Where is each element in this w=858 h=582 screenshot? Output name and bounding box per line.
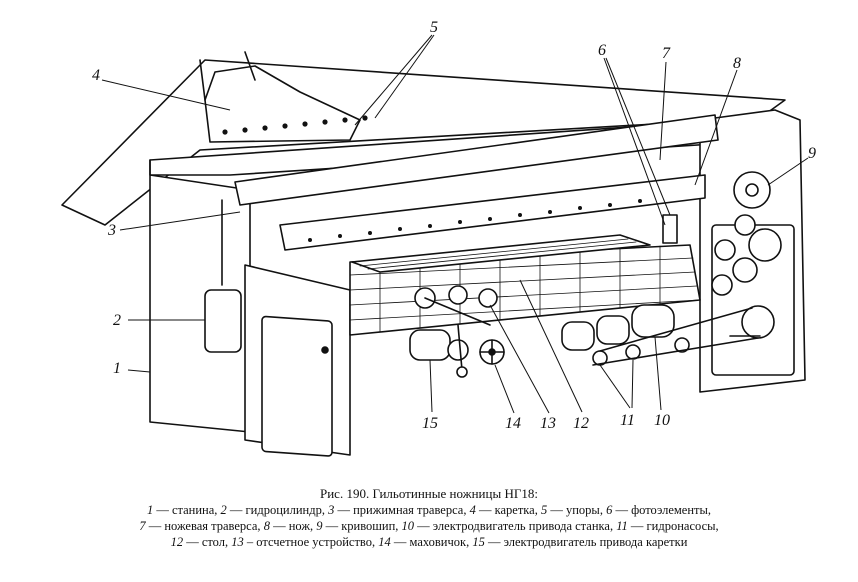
callout-10: 10 bbox=[654, 412, 670, 429]
figure-caption: Рис. 190. Гильотинные ножницы НГ18: 1 — … bbox=[0, 486, 858, 550]
legend-text: — ножевая траверса, bbox=[145, 519, 264, 533]
legend-num: 15 bbox=[472, 535, 485, 549]
legend-text: — гидронасосы, bbox=[627, 519, 719, 533]
figure-title: Рис. 190. Гильотинные ножницы НГ18: bbox=[320, 486, 538, 501]
callout-4: 4 bbox=[92, 67, 100, 84]
pump-1 bbox=[561, 321, 595, 351]
carriage-bracket bbox=[204, 65, 361, 143]
legend-text: – отсчетное устройство, bbox=[243, 535, 379, 549]
gear-e bbox=[711, 274, 733, 296]
legend-text: — станина, bbox=[153, 503, 221, 517]
hold-down-holes bbox=[308, 199, 642, 242]
carriage-rail-2 bbox=[244, 51, 256, 81]
pulley-large bbox=[741, 305, 775, 339]
legend-text: — каретка, bbox=[475, 503, 541, 517]
callout-14: 14 bbox=[505, 415, 521, 432]
legend-num: 9 bbox=[316, 519, 323, 533]
photocells bbox=[662, 214, 678, 244]
callout-7: 7 bbox=[662, 45, 671, 62]
legend-text: — электродвигатель привода станка, bbox=[414, 519, 617, 533]
crank-gear bbox=[733, 171, 771, 209]
legend-text: — маховичок, bbox=[390, 535, 473, 549]
gear-b bbox=[748, 228, 782, 262]
legend-num: 2 bbox=[220, 503, 227, 517]
legend-num: 8 bbox=[263, 519, 270, 533]
callout-3: 3 bbox=[107, 222, 116, 239]
guillotine-shears-drawing: 4 5 6 7 8 9 3 2 1 15 14 13 12 11 10 bbox=[61, 19, 816, 457]
legend-num: 4 bbox=[469, 503, 476, 517]
carriage-rail-1 bbox=[199, 59, 206, 101]
callout-9: 9 bbox=[808, 145, 816, 162]
callout-11: 11 bbox=[620, 412, 635, 429]
legend-text: — электродвигатель привода каретки bbox=[484, 535, 688, 549]
callout-15: 15 bbox=[422, 415, 438, 432]
legend-num: 10 bbox=[401, 519, 415, 533]
legend-num: 11 bbox=[616, 519, 628, 533]
callout-5: 5 bbox=[430, 19, 438, 36]
legend-text: — упоры, bbox=[547, 503, 607, 517]
legend-num: 3 bbox=[328, 503, 335, 517]
gear-d bbox=[732, 257, 758, 283]
legend-text: — прижимная траверса, bbox=[334, 503, 470, 517]
legend-text: — нож, bbox=[269, 519, 317, 533]
legend-text: — гидроцилиндр, bbox=[226, 503, 329, 517]
legend-line-3: 12 — стол, 13 – отсчетное устройство, 14… bbox=[0, 534, 858, 550]
legend-text: — фотоэлементы, bbox=[612, 503, 712, 517]
pump-2 bbox=[596, 315, 630, 345]
legend-text: — кривошип, bbox=[322, 519, 402, 533]
carriage-motor bbox=[409, 329, 451, 361]
legend-line-1: 1 — станина, 2 — гидроцилиндр, 3 — прижи… bbox=[0, 502, 858, 518]
callout-12: 12 bbox=[573, 415, 589, 432]
legend-num: 7 bbox=[139, 519, 146, 533]
leader-lines bbox=[101, 34, 809, 414]
drive-belt bbox=[592, 307, 759, 366]
hydraulic-cylinder bbox=[204, 289, 242, 353]
callout-8: 8 bbox=[733, 55, 741, 72]
table-grid bbox=[349, 245, 700, 333]
cabinet-knob bbox=[321, 346, 329, 354]
legend-text: — стол, bbox=[183, 535, 232, 549]
hold-down-beam bbox=[279, 174, 706, 251]
callout-6: 6 bbox=[598, 42, 606, 59]
stops-row bbox=[222, 115, 368, 135]
legend-num: 1 bbox=[146, 503, 154, 517]
cabinet-door bbox=[261, 315, 333, 457]
main-motor bbox=[631, 304, 675, 338]
sheet-lines bbox=[359, 238, 637, 270]
legend-num: 13 bbox=[231, 535, 244, 549]
gear-c bbox=[714, 239, 736, 261]
counter-dial-2 bbox=[448, 285, 468, 305]
callout-2: 2 bbox=[113, 312, 121, 329]
legend-num: 5 bbox=[540, 503, 548, 517]
legend-num: 14 bbox=[378, 535, 391, 549]
blade-beam bbox=[234, 114, 719, 206]
counter-dial-3 bbox=[478, 288, 498, 308]
gear-a bbox=[734, 214, 756, 236]
callout-13: 13 bbox=[540, 415, 556, 432]
legend-num: 12 bbox=[170, 535, 184, 549]
callout-1: 1 bbox=[113, 360, 121, 377]
legend-num: 6 bbox=[606, 503, 613, 517]
legend-line-2: 7 — ножевая траверса, 8 — нож, 9 — криво… bbox=[0, 518, 858, 534]
